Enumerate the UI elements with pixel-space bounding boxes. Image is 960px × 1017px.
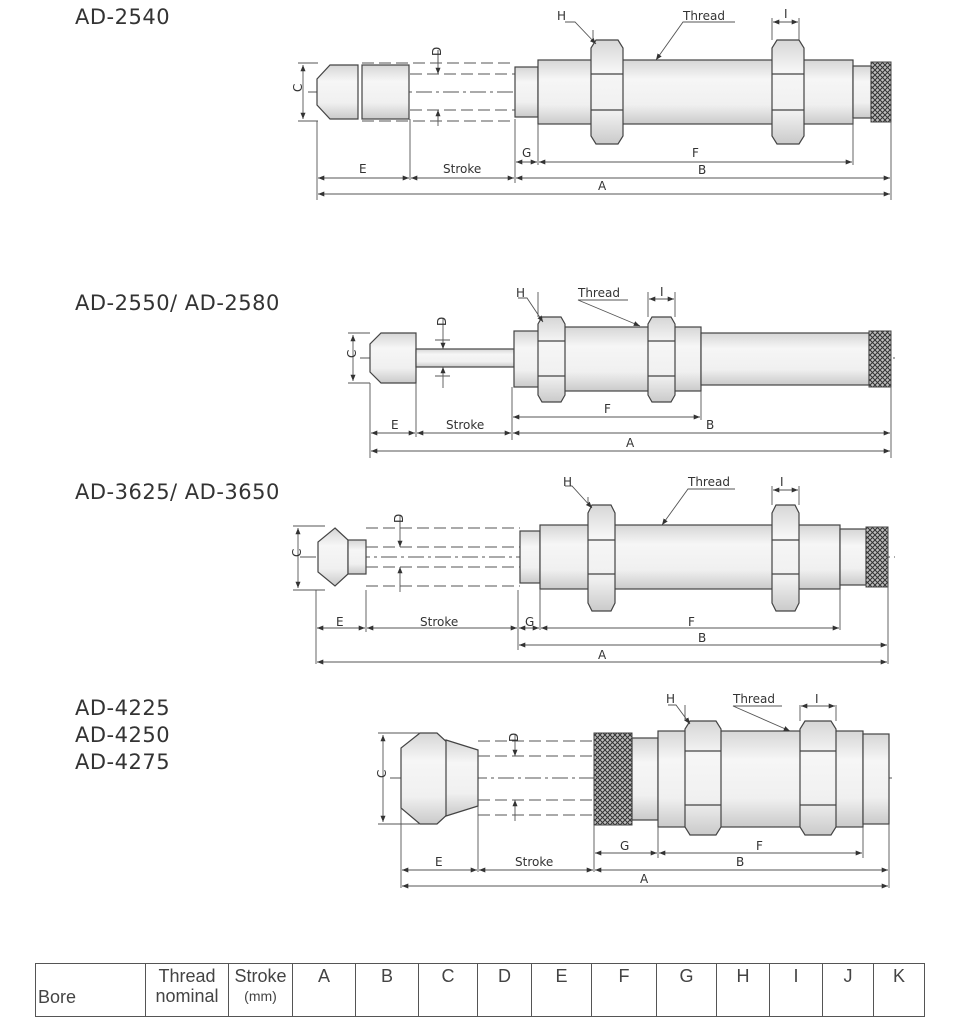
model-title-ad2540: AD-2540 (75, 5, 171, 29)
thread-label: Thread (577, 286, 620, 300)
table-header-a: A (292, 963, 356, 1017)
nut-i (647, 316, 676, 403)
table-header-f: F (591, 963, 657, 1017)
dim-label-i: I (784, 7, 788, 21)
nut-h (590, 39, 624, 145)
table-header-c: C (418, 963, 478, 1017)
knurl-end (865, 526, 889, 588)
table-header-g: G (656, 963, 717, 1017)
dim-label-a: A (598, 648, 607, 662)
dim-label-e: E (391, 418, 399, 432)
dim-label-f: F (692, 146, 699, 160)
table-header-j: J (822, 963, 874, 1017)
dim-label-i: I (815, 692, 819, 706)
thread-label: Thread (682, 9, 725, 23)
drawing-ad42xx: C D E Stroke G F B A H Thread I (375, 692, 895, 889)
dim-label-h: H (557, 9, 566, 23)
rod (415, 348, 515, 368)
table-header-h: H (716, 963, 770, 1017)
knurl-end (593, 732, 633, 826)
dim-label-d: D (392, 514, 406, 523)
dim-label-stroke: Stroke (420, 615, 458, 629)
dim-label-g: G (522, 146, 531, 160)
dim-label-g: G (620, 839, 629, 853)
dim-label-d: D (435, 317, 449, 326)
dim-label-b: B (698, 631, 706, 645)
table-header-d: D (477, 963, 532, 1017)
model-title-ad2550-ad2580: AD-2550/ AD-2580 (75, 291, 280, 315)
cap-shape (369, 332, 417, 384)
model-title-ad3625-ad3650: AD-3625/ AD-3650 (75, 480, 280, 504)
dim-label-c: C (345, 350, 359, 358)
dim-label-c: C (290, 549, 304, 557)
technical-drawings: C D E Stroke G F B A H Thread I (290, 7, 895, 889)
dim-label-d: D (507, 733, 521, 742)
dim-label-h: H (516, 286, 525, 300)
dim-label-h: H (563, 475, 572, 489)
drawing-ad2550: C D E Stroke F B A H Thread I (345, 285, 895, 458)
dim-label-e: E (435, 855, 443, 869)
dim-label-e: E (359, 162, 367, 176)
cap-shape (316, 64, 359, 120)
thread-label: Thread (732, 692, 775, 706)
nut-h (537, 316, 566, 403)
table-header-i: I (769, 963, 823, 1017)
drawing-ad2540: C D E Stroke G F B A H Thread I (291, 7, 895, 200)
dim-label-c: C (375, 770, 389, 778)
nut-h (587, 504, 616, 612)
dim-label-e: E (336, 615, 344, 629)
table-header-e: E (531, 963, 592, 1017)
dim-label-stroke: Stroke (446, 418, 484, 432)
dim-label-f: F (756, 839, 763, 853)
dim-label-a: A (598, 179, 607, 193)
dim-label-stroke: Stroke (443, 162, 481, 176)
table-header-k: K (873, 963, 925, 1017)
dim-label-f: F (604, 402, 611, 416)
table-header-bore: Bore (35, 963, 146, 1017)
dim-label-b: B (736, 855, 744, 869)
nut-i (799, 720, 837, 836)
table-header-b: B (355, 963, 419, 1017)
dim-label-a: A (626, 436, 635, 450)
dim-label-g: G (525, 615, 534, 629)
drawing-ad3625: C D E Stroke G F B A H Thread I (290, 475, 895, 665)
nut-i (771, 504, 800, 612)
plunger-collar (361, 64, 410, 120)
dim-label-i: I (780, 475, 784, 489)
dim-label-f: F (688, 615, 695, 629)
dim-label-c: C (291, 84, 305, 92)
thread-label: Thread (687, 475, 730, 489)
dim-label-b: B (698, 163, 706, 177)
cap-shape (317, 527, 349, 587)
knurl-end (870, 61, 892, 123)
knurl-end (868, 330, 892, 388)
model-title-ad42xx: AD-4225 AD-4250 AD-4275 (75, 696, 171, 774)
table-header-stroke: Stroke(mm) (228, 963, 293, 1017)
dim-label-stroke: Stroke (515, 855, 553, 869)
dim-label-i: I (660, 285, 664, 299)
nut-i (771, 39, 805, 145)
cap-shape (400, 732, 451, 825)
dim-label-h: H (666, 692, 675, 706)
dim-label-b: B (706, 418, 714, 432)
nut-h (684, 720, 722, 836)
plunger-cone (445, 739, 479, 817)
dim-label-d: D (430, 47, 444, 56)
dim-label-a: A (640, 872, 649, 886)
